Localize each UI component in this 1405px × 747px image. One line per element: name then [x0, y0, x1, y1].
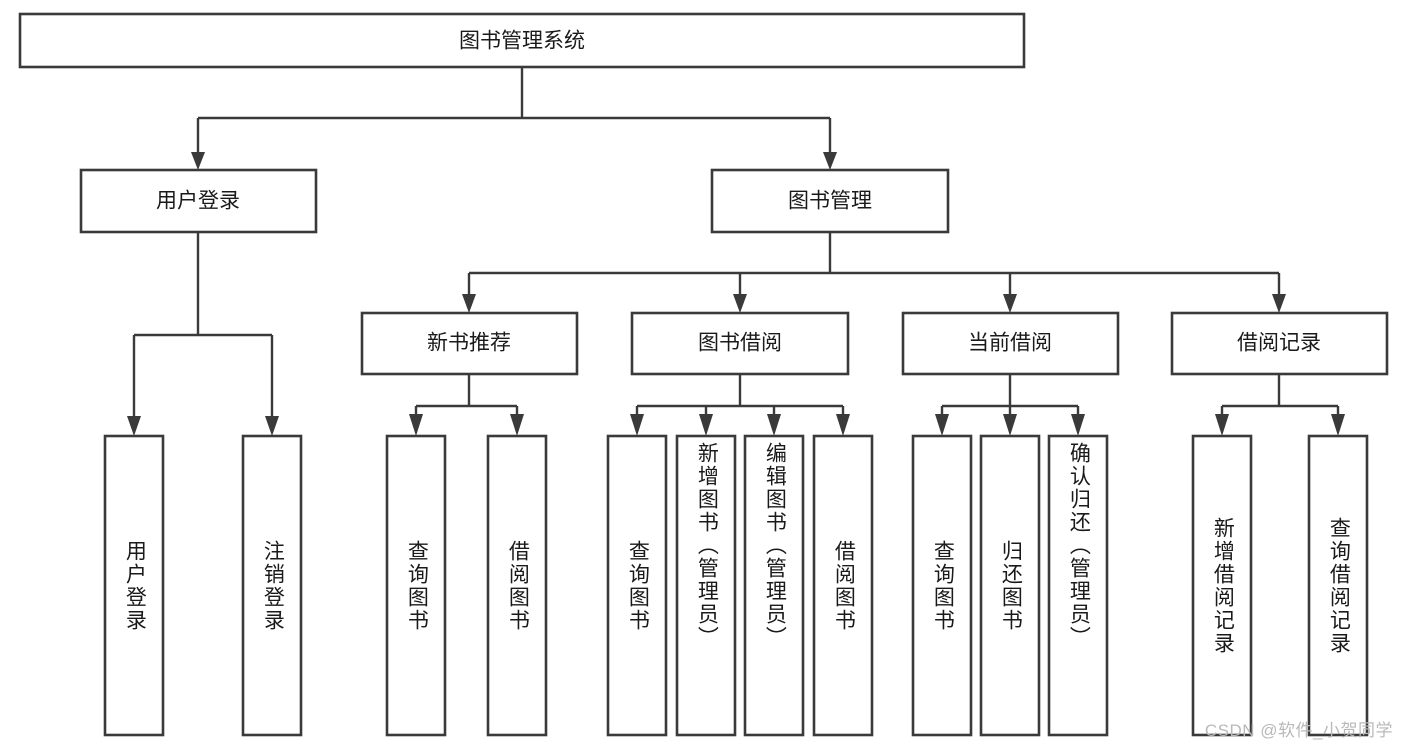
- arrowhead-current-confirm: [1071, 414, 1085, 436]
- node-borrow-record-label: 借阅记录: [1237, 332, 1321, 355]
- arrowhead-record-add: [1215, 414, 1229, 436]
- leaf-box-user-login[interactable]: [103, 434, 165, 737]
- arrowhead-borrow-query: [630, 414, 644, 436]
- leaf-box-borrow-query[interactable]: [606, 434, 668, 737]
- leaf-box-record-query[interactable]: [1307, 434, 1369, 737]
- arrowhead-current: [1003, 294, 1017, 313]
- arrowhead-record: [1272, 294, 1286, 313]
- edge-current-bus: [942, 374, 1078, 408]
- arrowhead-newbook-query: [409, 414, 423, 436]
- arrowhead-borrow: [733, 294, 747, 313]
- edge-root-bus: [198, 67, 830, 120]
- edge-record-bus: [1222, 374, 1338, 408]
- edge-newbook-bus: [416, 374, 517, 408]
- leaf-box-borrow-add[interactable]: [675, 434, 737, 737]
- leaf-box-current-confirm[interactable]: [1047, 434, 1109, 737]
- arrowhead-record-query: [1331, 414, 1345, 436]
- node-book-borrow[interactable]: 图书借阅: [630, 311, 850, 376]
- leaf-box-logout[interactable]: [241, 434, 303, 737]
- arrowhead-user-login: [191, 152, 205, 170]
- arrowhead-newbook: [462, 294, 476, 313]
- arrowhead-current-query: [935, 414, 949, 436]
- leaf-box-newbook-borrow[interactable]: [486, 434, 548, 737]
- connector-layer: [127, 67, 1345, 436]
- leaf-box-newbook-query[interactable]: [385, 434, 447, 737]
- edge-borrow-bus: [637, 374, 843, 408]
- arrowhead-book-mgmt: [823, 152, 837, 170]
- node-root[interactable]: 图书管理系统: [18, 12, 1026, 69]
- node-user-login[interactable]: 用户登录: [79, 168, 318, 234]
- node-current-borrow-label: 当前借阅: [968, 332, 1052, 355]
- node-new-book-recommend-label: 新书推荐: [427, 332, 511, 355]
- arrowhead-leaf-user-login: [127, 416, 141, 436]
- leaf-box-current-query[interactable]: [911, 434, 973, 737]
- arrowhead-borrow-edit: [767, 414, 781, 436]
- arrowhead-borrow-add: [699, 414, 713, 436]
- leaf-box-borrow-lend[interactable]: [812, 434, 874, 737]
- arrowhead-newbook-borrow: [510, 414, 524, 436]
- edge-userlogin-bus: [134, 232, 272, 337]
- arrowhead-leaf-logout: [265, 416, 279, 436]
- node-root-label: 图书管理系统: [459, 30, 585, 53]
- node-current-borrow[interactable]: 当前借阅: [901, 311, 1120, 376]
- leaf-box-record-add[interactable]: [1191, 434, 1253, 737]
- node-borrow-record[interactable]: 借阅记录: [1170, 311, 1389, 376]
- edge-bookmgmt-bus: [469, 232, 1279, 275]
- arrowhead-current-return: [1003, 414, 1017, 436]
- node-book-management[interactable]: 图书管理: [710, 168, 950, 234]
- leaf-box-borrow-edit[interactable]: [743, 434, 805, 737]
- leaf-box-current-return[interactable]: [979, 434, 1041, 737]
- arrowhead-borrow-lend: [836, 414, 850, 436]
- node-book-borrow-label: 图书借阅: [698, 332, 782, 355]
- node-new-book-recommend[interactable]: 新书推荐: [360, 311, 579, 376]
- node-user-login-label: 用户登录: [156, 190, 240, 213]
- node-book-management-label: 图书管理: [788, 190, 872, 213]
- node-layer: 图书管理系统 用户登录 图书管理 新书推荐 图书借阅 当前: [18, 12, 1389, 737]
